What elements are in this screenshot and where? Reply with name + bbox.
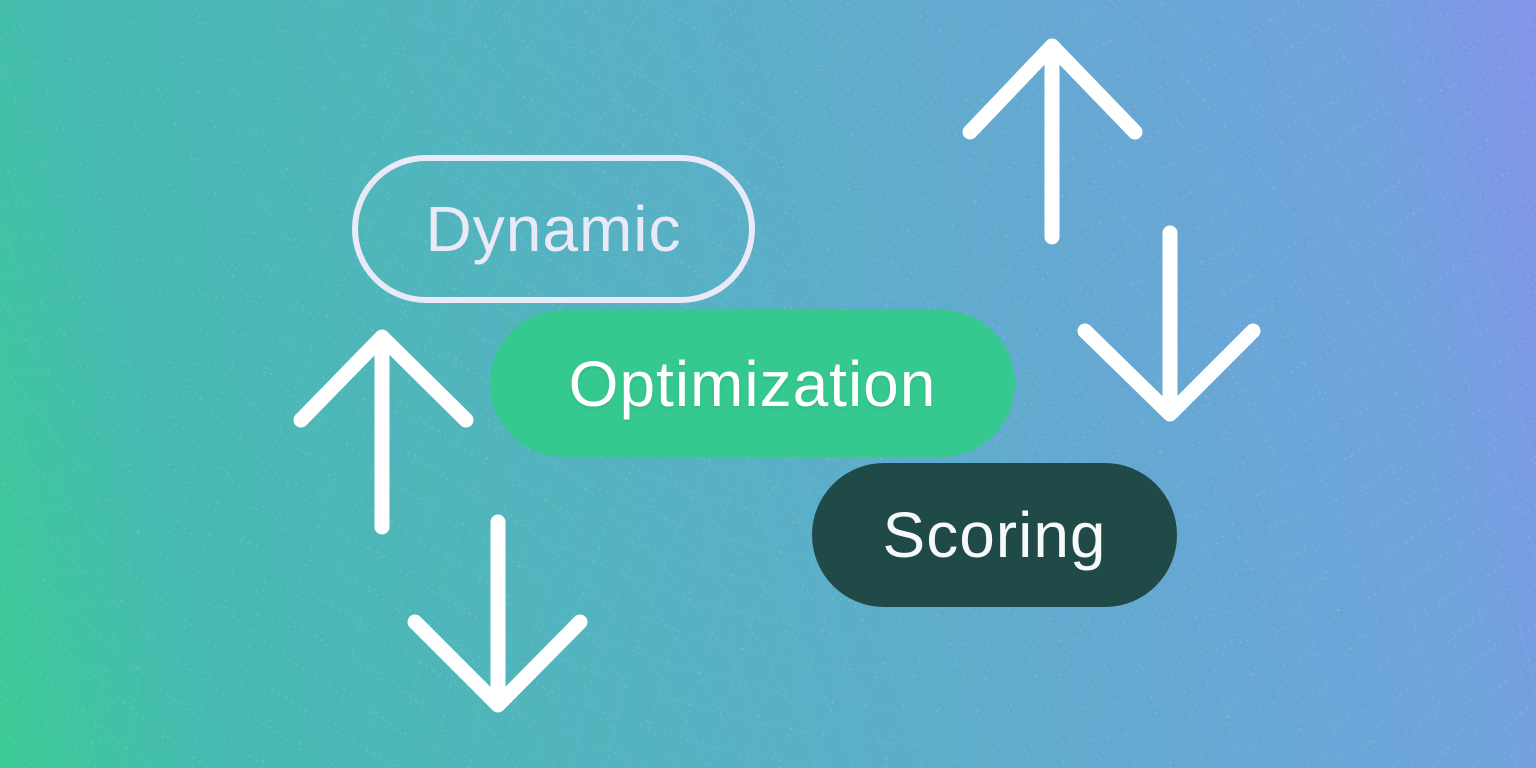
arrow-up-icon — [293, 329, 474, 535]
badge-scoring: Scoring — [812, 463, 1177, 607]
badge-dynamic: Dynamic — [352, 155, 755, 303]
badge-optimization-label: Optimization — [568, 347, 937, 420]
badge-dynamic-label: Dynamic — [425, 193, 682, 265]
arrow-down-icon — [407, 514, 588, 713]
arrow-up-icon — [962, 38, 1143, 245]
badge-scoring-label: Scoring — [882, 499, 1107, 571]
badge-optimization: Optimization — [490, 310, 1015, 457]
arrow-down-icon — [1077, 225, 1261, 422]
